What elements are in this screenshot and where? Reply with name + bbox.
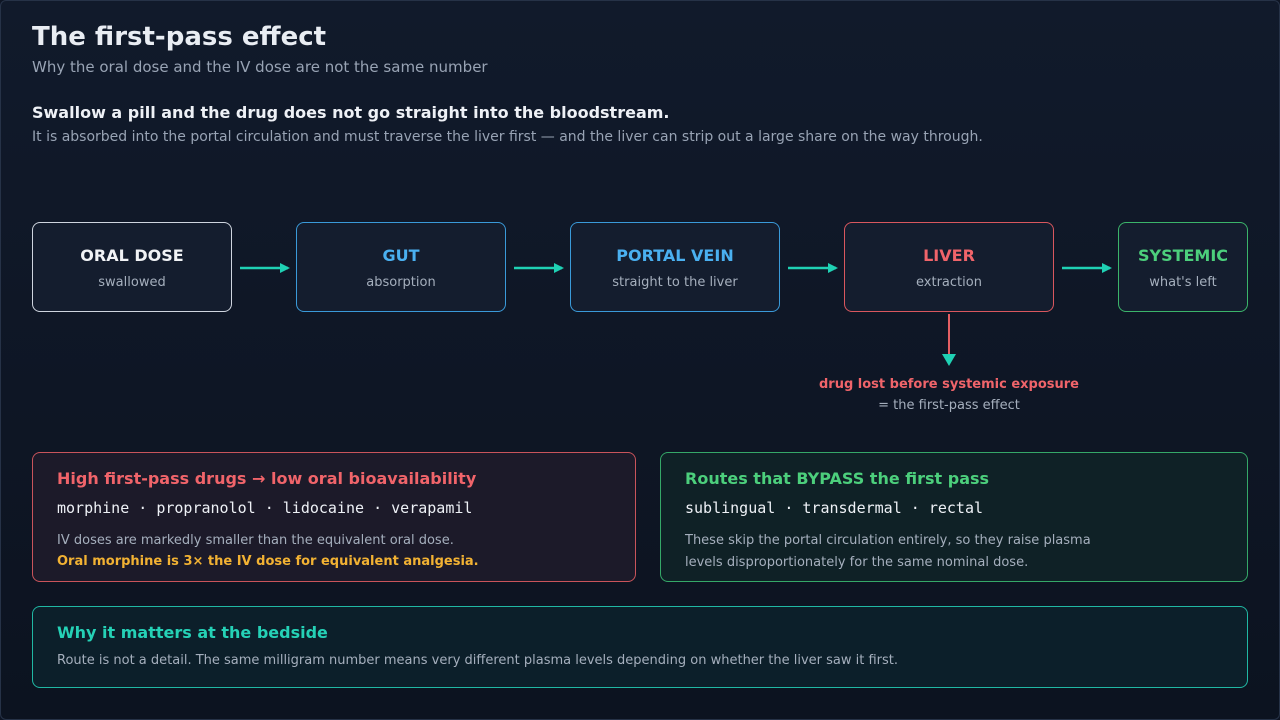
flow-box-name: PORTAL VEIN [616,246,734,265]
flow-box-name: GUT [382,246,420,265]
flow-box-name: SYSTEMIC [1137,246,1229,265]
card-text: These skip the portal circulation entire… [685,533,1091,548]
drug-list: morphine · propranolol · lidocaine · ver… [57,499,473,517]
flow-box-oral-dose: ORAL DOSE swallowed [32,222,232,312]
liver-loss-arrowhead [942,354,956,366]
flow-box-name: LIVER [923,246,975,265]
card-text: IV doses are markedly smaller than the e… [57,533,454,548]
flow-box-liver: LIVER extraction [844,222,1054,312]
flow-box-gut: GUT absorption [296,222,506,312]
card-text: levels disproportionately for the same n… [685,555,1029,570]
flow-box-desc: extraction [916,275,982,290]
flow-box-name: ORAL DOSE [80,246,184,265]
flow-box-desc: absorption [366,275,436,290]
flow-box-systemic: SYSTEMIC what's left [1118,222,1248,312]
route-list: sublingual · transdermal · rectal [685,499,984,517]
bedside-card: Why it matters at the bedside Route is n… [32,606,1248,688]
loss-label: drug lost before systemic exposure [818,377,1079,392]
card-text: Route is not a detail. The same milligra… [57,653,899,668]
flow-box-desc: straight to the liver [612,275,738,290]
card-heading: Why it matters at the bedside [57,623,328,642]
page-title: The first-pass effect [32,22,327,52]
card-heading: High first-pass drugs → low oral bioavai… [57,469,477,488]
bypass-routes-card: Routes that BYPASS the first pass sublin… [660,452,1248,582]
flow-box-desc: what's left [1149,275,1217,290]
intro-lead: Swallow a pill and the drug does not go … [32,103,670,122]
flow-box-desc: swallowed [98,275,166,290]
loss-note: = the first-pass effect [878,398,1020,413]
card-highlight: Oral morphine is 3× the IV dose for equi… [57,554,479,569]
high-first-pass-card: High first-pass drugs → low oral bioavai… [32,452,636,582]
flow-box-portal-vein: PORTAL VEIN straight to the liver [570,222,780,312]
intro-detail: It is absorbed into the portal circulati… [32,129,983,145]
page-subtitle: Why the oral dose and the IV dose are no… [32,58,488,76]
card-heading: Routes that BYPASS the first pass [685,469,990,488]
